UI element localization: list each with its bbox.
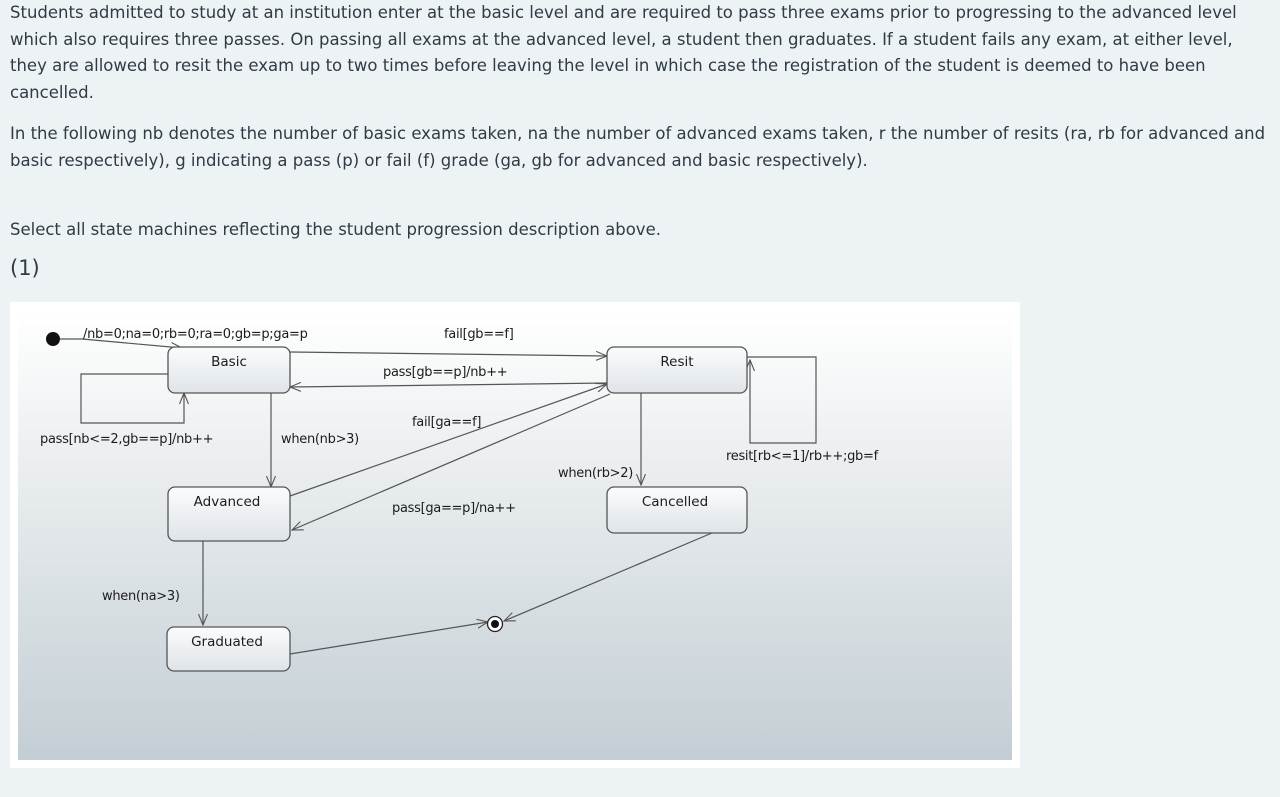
state-graduated-label: Graduated bbox=[191, 634, 263, 650]
basic-self-loop-label: pass[nb<=2,gb==p]/nb++ bbox=[40, 432, 213, 447]
resit-to-basic-label: pass[gb==p]/nb++ bbox=[383, 365, 507, 380]
question-paragraph-2: In the following nb denotes the number o… bbox=[10, 124, 1266, 170]
advanced-to-graduated-label: when(na>3) bbox=[102, 589, 180, 604]
advanced-to-resit-edge bbox=[289, 384, 607, 497]
state-basic-label: Basic bbox=[211, 354, 247, 370]
basic-to-resit-label: fail[gb==f] bbox=[444, 327, 513, 342]
state-machine-diagram: /nb=0;na=0;rb=0;ra=0;gb=p;ga=p fail[gb==… bbox=[18, 310, 1012, 760]
basic-to-advanced-label: when(nb>3) bbox=[281, 432, 359, 447]
state-advanced: Advanced bbox=[167, 486, 291, 542]
basic-to-resit-edge bbox=[289, 352, 607, 356]
state-graduated: Graduated bbox=[166, 626, 291, 672]
initial-transition-label: /nb=0;na=0;rb=0;ra=0;gb=p;ga=p bbox=[83, 327, 308, 342]
state-advanced-label: Advanced bbox=[194, 494, 261, 510]
question-instruction: Select all state machines reflecting the… bbox=[10, 220, 661, 239]
final-state-dot bbox=[491, 620, 499, 628]
graduated-to-final-edge bbox=[289, 622, 488, 655]
state-cancelled: Cancelled bbox=[606, 486, 748, 534]
state-basic: Basic bbox=[167, 346, 291, 394]
basic-self-loop-edge bbox=[80, 373, 184, 424]
resit-to-advanced-label: pass[ga==p]/na++ bbox=[392, 501, 516, 516]
advanced-to-resit-label: fail[ga==f] bbox=[412, 415, 481, 430]
option-number: (1) bbox=[10, 256, 40, 280]
state-resit: Resit bbox=[606, 346, 748, 394]
resit-self-loop-edge bbox=[747, 356, 817, 444]
resit-to-cancelled-label: when(rb>2) bbox=[558, 466, 633, 481]
initial-transition bbox=[60, 338, 182, 348]
question-paragraph-1: Students admitted to study at an institu… bbox=[10, 3, 1237, 102]
diagram-background bbox=[18, 310, 1012, 760]
state-cancelled-label: Cancelled bbox=[642, 494, 708, 510]
resit-to-advanced-edge bbox=[292, 393, 611, 530]
resit-to-basic-edge bbox=[290, 383, 608, 387]
state-resit-label: Resit bbox=[660, 354, 693, 370]
initial-state-dot bbox=[46, 332, 60, 346]
cancelled-to-final-edge bbox=[504, 532, 713, 621]
resit-self-loop-label: resit[rb<=1]/rb++;gb=f bbox=[726, 449, 879, 464]
state-machine-figure[interactable]: /nb=0;na=0;rb=0;ra=0;gb=p;ga=p fail[gb==… bbox=[10, 302, 1020, 768]
